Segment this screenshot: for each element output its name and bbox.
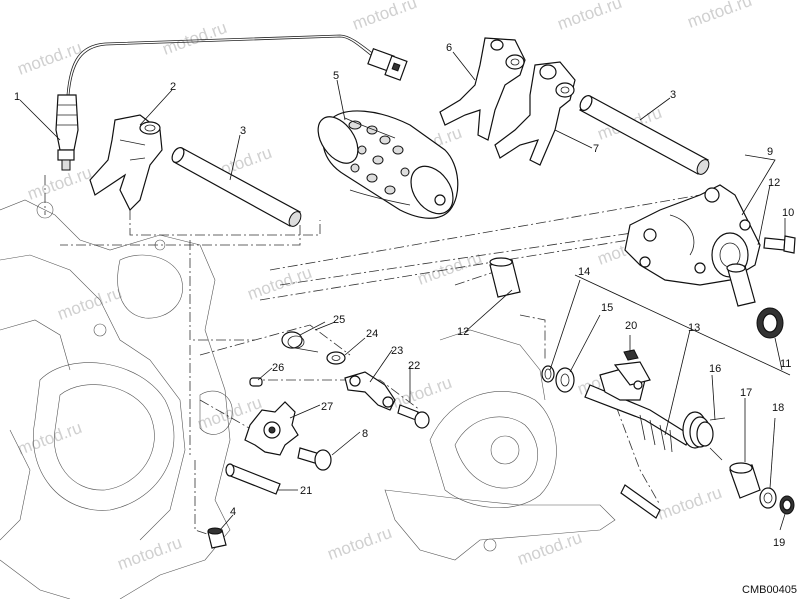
callout-9: 9 <box>767 146 773 158</box>
callout-15: 15 <box>601 302 613 314</box>
callout-3: 3 <box>670 89 676 101</box>
watermark: motod.ru <box>15 38 85 79</box>
callout-23: 23 <box>391 345 403 357</box>
callout-7: 7 <box>593 143 599 155</box>
callout-8: 8 <box>362 428 368 440</box>
callout-6: 6 <box>446 42 452 54</box>
washer-15 <box>555 367 575 393</box>
watermark-layer: motod.ru motod.ru motod.ru motod.ru moto… <box>15 0 755 574</box>
watermark: motod.ru <box>160 18 230 59</box>
assembly-guide-lines <box>44 175 721 541</box>
callout-11: 11 <box>780 358 791 370</box>
callout-18: 18 <box>772 402 784 414</box>
watermark: motod.ru <box>25 163 95 204</box>
bushing-right <box>726 263 756 307</box>
selector-lever <box>344 371 396 411</box>
watermark: motod.ru <box>685 0 755 32</box>
torsion-spring <box>281 321 326 353</box>
shift-fork-left <box>89 114 163 212</box>
fork-shaft-right <box>579 95 710 175</box>
bushing-4 <box>207 527 227 549</box>
circlip-19 <box>779 495 795 515</box>
bushing-left <box>489 257 521 298</box>
stud-lower <box>620 484 661 519</box>
callout-13: 13 <box>688 322 700 334</box>
callout-12: 12 <box>768 177 780 189</box>
bolt-8 <box>297 447 332 471</box>
watermark: motod.ru <box>115 533 185 574</box>
gearshift-shaft <box>584 361 691 453</box>
callout-5: 5 <box>333 70 339 82</box>
watermark: motod.ru <box>245 263 315 304</box>
fork-shaft-left <box>171 147 302 227</box>
watermark: motod.ru <box>325 523 395 564</box>
sleeve-17 <box>729 462 761 499</box>
bolt-22 <box>397 404 430 429</box>
callout-17: 17 <box>740 387 752 399</box>
spring-20 <box>623 349 639 361</box>
dowel-21 <box>225 463 281 495</box>
callout-27: 27 <box>321 401 333 413</box>
return-spring <box>682 411 726 461</box>
callout-14: 14 <box>578 266 590 278</box>
selector-star <box>244 401 299 456</box>
gear-position-sensor <box>55 34 408 171</box>
shift-housing <box>624 184 761 286</box>
callout-16: 16 <box>709 363 721 375</box>
callout-12: 12 <box>457 326 469 338</box>
callout-20: 20 <box>625 320 637 332</box>
callout-leaders <box>19 51 786 531</box>
callout-10: 10 <box>782 207 794 219</box>
callout-4: 4 <box>230 506 236 518</box>
watermark: motod.ru <box>415 248 485 289</box>
callout-24: 24 <box>366 328 378 340</box>
callout-26: 26 <box>272 362 284 374</box>
pin-26 <box>249 377 263 387</box>
callout-21: 21 <box>300 485 312 497</box>
shift-fork-upper <box>439 37 526 141</box>
washer-18 <box>759 487 777 509</box>
washer-24 <box>326 351 346 365</box>
watermark: motod.ru <box>350 0 420 34</box>
callout-25: 25 <box>333 314 345 326</box>
selector-drum <box>317 110 459 219</box>
callout-1: 1 <box>14 91 20 103</box>
watermark: motod.ru <box>55 283 125 324</box>
engine-case-outline <box>0 199 616 599</box>
callout-22: 22 <box>408 360 420 372</box>
watermark: motod.ru <box>655 483 725 524</box>
shift-fork-right <box>494 61 576 166</box>
watermark: motod.ru <box>15 418 85 459</box>
callout-labels: 1 2 3 5 6 3 7 9 12 10 14 15 20 13 11 16 … <box>14 42 794 549</box>
watermark: motod.ru <box>555 0 625 34</box>
assembly-bracket <box>574 154 791 376</box>
oil-seal <box>756 307 784 339</box>
drawing-code: CMB00405 <box>742 584 797 596</box>
watermark: motod.ru <box>385 373 455 414</box>
bolt-housing <box>763 235 796 254</box>
callout-3: 3 <box>240 125 246 137</box>
callout-19: 19 <box>773 537 785 549</box>
callout-2: 2 <box>170 81 176 93</box>
circlip-14 <box>541 365 555 383</box>
